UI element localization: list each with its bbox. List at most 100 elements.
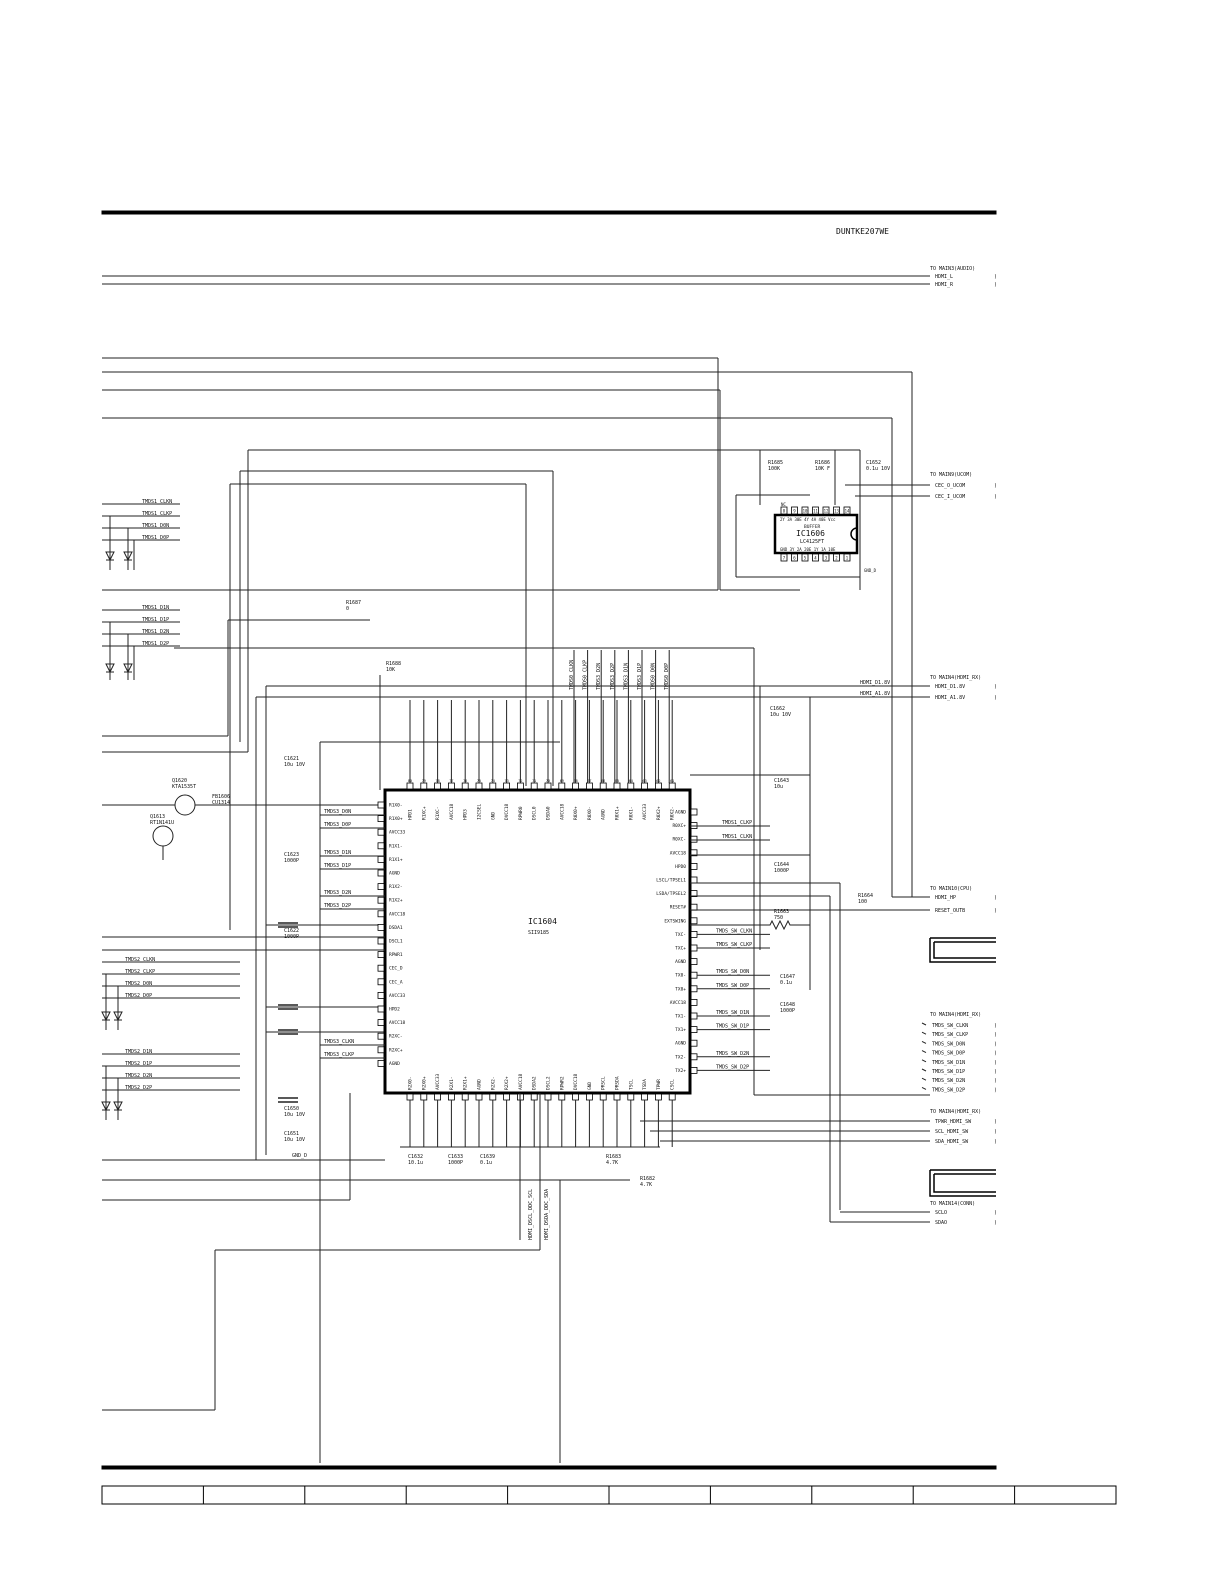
top-border-rule <box>101 210 997 215</box>
ic1604-left-pin-label: CEC_A <box>389 979 403 985</box>
ic1606-top-pin-number: 13 <box>834 509 839 514</box>
footer-table <box>101 1485 1117 1505</box>
c1652-ref: C1652 <box>866 460 881 466</box>
ic1604-left-pin-box <box>377 964 385 972</box>
c1623-ref: C1623 <box>284 852 299 858</box>
net-hdmi-ddc-scl: HDMI_DSCL_DDC_SCL <box>528 1189 534 1240</box>
r1685-ref: R1685 <box>768 460 783 466</box>
ic1604-left-pin-box <box>377 937 385 945</box>
c1662-ref: C1662 <box>770 706 785 712</box>
ic1604-top-pin-box <box>503 782 511 790</box>
c1622-ref: C1622 <box>284 928 299 934</box>
net-sdao: SDAO <box>935 1220 947 1226</box>
ic1604-left-pin-box <box>377 1005 385 1013</box>
net-sclo: SCLO <box>935 1210 947 1216</box>
ic1604-left-pin-label: AGND <box>389 871 400 877</box>
ic-right-outputs: TMDS_SW_CLKNTMDS_SW_CLKPTMDS_SW_D0NTMDS_… <box>697 928 770 1071</box>
r1685-value: 100K <box>768 466 780 472</box>
ic1606-top-label: 2Y 3A 30E 4Y 4A 40E Vcc <box>780 517 836 522</box>
net-tmds3-clkn: TMDS3_CLKN <box>324 1039 354 1045</box>
ic1604-top-pin-label: RPWR0 <box>518 806 524 820</box>
ic1606-top-pin-box <box>791 506 798 515</box>
ic1604-bottom-pin-label: RPWR2 <box>559 1076 565 1090</box>
ic1604-left-pin-box <box>377 856 385 863</box>
c1643-value: 10u <box>774 784 783 790</box>
connector-hdmi-rx-tmds: TO MAIN4(HDMI_RX) TMDS_SW_CLKN)TMDS_SW_C… <box>921 1012 997 1093</box>
tmds-connector-bracket: ) <box>994 1051 997 1057</box>
ic1604-top-pin-label: R0X1+ <box>615 806 621 820</box>
ic1604-left-pin-label: R2XC+ <box>389 1047 403 1053</box>
net-tmds3-d0p: TMDS3_D0P <box>324 822 351 828</box>
net-tmds2-d0n: TMDS2_D0N <box>125 981 152 987</box>
r1687-value: 0 <box>346 606 349 612</box>
q1613-ref: Q1613 <box>150 814 165 820</box>
ic1604-bottom-pin-label: PRSCL <box>601 1076 607 1090</box>
connector-ucom: TO MAIN9(UCOM) CEC_O_UCOM CEC_I_UCOM ) ) <box>845 472 997 500</box>
c1648-ref: C1648 <box>780 1002 795 1008</box>
ic1604-top-pin-label: HPD3 <box>463 809 469 820</box>
ic1604-top-pin-label: AVCC18 <box>559 803 565 820</box>
ic1604-left-pin-label: R1X2- <box>389 884 403 890</box>
connector-conn: TO MAIN14(CONN) SCLO SDAO ) ) <box>830 1201 997 1226</box>
ic1604-bottom-pin-label: R2X0- <box>408 1076 414 1090</box>
c1644-ref: C1644 <box>774 862 789 868</box>
ic1604-right-pin-label: R0XC- <box>672 837 686 843</box>
c1632-value: 10.1u <box>408 1160 423 1166</box>
ic1606-top-pin-box <box>843 506 851 515</box>
tmds-connector-wire <box>921 1031 927 1035</box>
tmds-connector-bracket: ) <box>994 1078 997 1084</box>
ic1606-bottom-pin-number: 6 <box>793 556 796 561</box>
tmds-connector-wire <box>921 1086 927 1090</box>
r1664-value: 100 <box>858 899 867 905</box>
ic1604-left-pin-label: RPWR1 <box>389 952 403 958</box>
ic1604-top-pin-box <box>627 782 635 790</box>
ic1604-top-pin-box <box>613 782 621 790</box>
q1620-ref: Q1620 <box>172 778 187 784</box>
net-hdmi-d1-8v-left: HDMI_D1.8V <box>860 680 890 686</box>
tmds-connector-wire <box>921 1040 927 1044</box>
c1648-value: 1000P <box>780 1008 795 1014</box>
left-tmds1-group: TMDS1_CLKN TMDS1_CLKP TMDS1_D0N TMDS1_D0… <box>102 499 180 680</box>
ic1604-left-pin-box <box>377 883 385 890</box>
tmds-connector-signal: TMDS_SW_D1N <box>932 1060 965 1066</box>
ic1604-bottom-pin-box <box>544 1093 552 1101</box>
c1650-value: 10u 10V <box>284 1112 305 1118</box>
ic1604-left-pin-box <box>377 842 385 850</box>
ic1604-right-pin-box <box>690 863 698 870</box>
connector-hdmi-rx-power: TO MAIN4(HDMI_RX) HDMI_D1.8V HDMI_A1.8V … <box>860 675 997 701</box>
r1688-ref: R1688 <box>386 661 401 667</box>
net-tmds1-d1p: TMDS1_D1P <box>142 617 169 623</box>
ic1606-bottom-pin-box <box>791 553 798 562</box>
ic-left-inputs: TMDS3_D0N TMDS3_D0P TMDS3_D1N TMDS3_D1P … <box>102 741 560 1463</box>
c1639-value: 0.1u <box>480 1160 492 1166</box>
svg-text:): ) <box>994 274 997 280</box>
ic1604-right-pin-label: EXTSWING <box>664 918 686 924</box>
tmds-connector-bracket: ) <box>994 1023 997 1029</box>
c1644-value: 1000P <box>774 868 789 874</box>
ic1606-bottom-pin-number: 2 <box>835 556 838 561</box>
ic1604-top-pin-box <box>558 782 566 790</box>
r1682-ref: R1682 <box>640 1176 655 1182</box>
ic1606-bottom-pin-box <box>843 553 851 562</box>
connector-ucom-title: TO MAIN9(UCOM) <box>930 472 972 478</box>
net-tmds1-clkp: TMDS1_CLKP <box>142 511 172 517</box>
ic1604-right-pin-box <box>690 808 698 816</box>
c1650-ref: C1650 <box>284 1106 299 1112</box>
svg-text:): ) <box>994 1220 997 1226</box>
ic1604-top-pin-label: DSCL0 <box>532 806 538 820</box>
svg-text:): ) <box>994 1119 997 1125</box>
svg-text:): ) <box>994 1210 997 1216</box>
ic1604-bottom-pin-box <box>613 1093 621 1101</box>
ic1604-bottom-pin-label: DSCL2 <box>546 1076 552 1090</box>
c1651-value: 10u 10V <box>284 1137 305 1143</box>
ic1604-right-pin-label: AGND <box>675 1041 686 1047</box>
ic1604-right-pin-label: RESET# <box>670 905 687 911</box>
ic1604-top-pin-box <box>420 782 428 790</box>
ic1604-top-pin-box <box>586 782 593 790</box>
tmds-connector-bracket: ) <box>994 1032 997 1038</box>
tmds-sw-label: TMDS_SW_D2N <box>716 1051 749 1057</box>
c1652-value: 0.1u 10V <box>866 466 890 472</box>
net-tmds1-d1n: TMDS1_D1N <box>142 605 169 611</box>
net-hdmi-a1-8v-left: HDMI_A1.8V <box>860 691 890 697</box>
